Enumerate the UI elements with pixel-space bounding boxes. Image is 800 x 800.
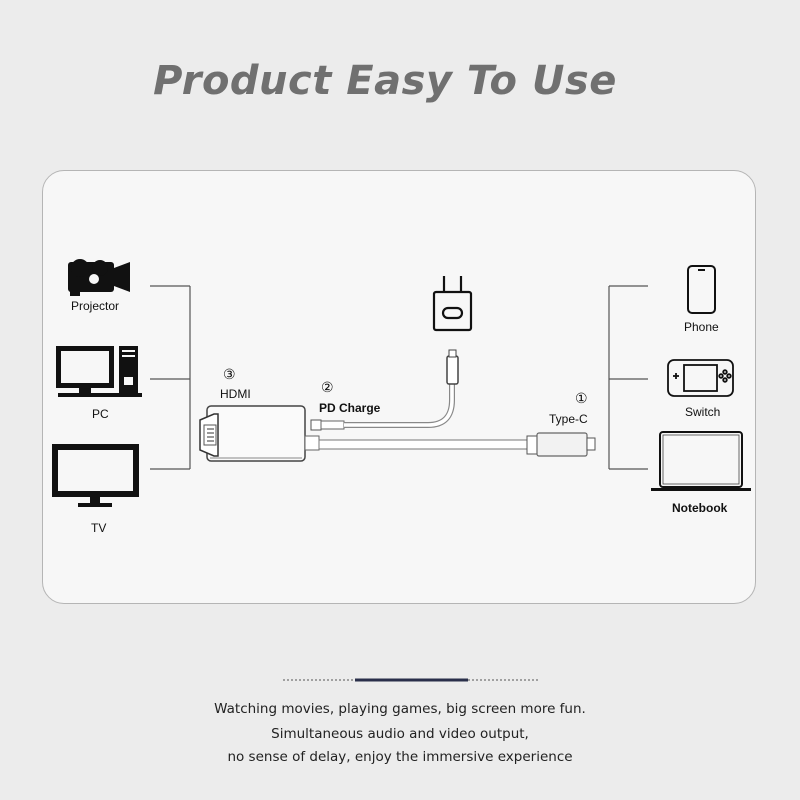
right-bracket xyxy=(608,285,648,470)
switch-label: Switch xyxy=(685,405,721,419)
caption-line-2: Simultaneous audio and video output, xyxy=(271,726,529,742)
notebook-label: Notebook xyxy=(672,501,728,515)
type-c-label: Type-C xyxy=(549,412,588,426)
tv-label: TV xyxy=(91,521,107,535)
type-c-number: ① xyxy=(575,390,588,406)
type-c-connector xyxy=(526,432,596,457)
pd-charge-label: PD Charge xyxy=(319,401,381,415)
caption-line-1: Watching movies, playing games, big scre… xyxy=(214,701,586,717)
camcorder-icon xyxy=(68,259,130,296)
phone-label: Phone xyxy=(684,320,719,334)
diagram-panel xyxy=(42,170,756,604)
left-bracket xyxy=(150,285,191,470)
hdmi-label: HDMI xyxy=(220,387,251,401)
pd-charge-number: ② xyxy=(321,379,334,395)
hdmi-number: ③ xyxy=(223,366,236,382)
tv-icon xyxy=(52,444,139,507)
desktop-pc-icon xyxy=(56,346,142,397)
game-console-icon xyxy=(667,359,734,397)
pc-label: PC xyxy=(92,407,109,421)
main-cable xyxy=(304,435,528,451)
projector-label: Projector xyxy=(71,299,120,313)
power-adapter-icon xyxy=(432,276,473,332)
pd-charge-cable xyxy=(310,349,459,431)
phone-icon xyxy=(687,265,716,314)
page-title: Product Easy To Use xyxy=(153,58,617,104)
laptop-icon xyxy=(651,431,751,491)
hdmi-connector xyxy=(199,405,306,462)
caption-line-3: no sense of delay, enjoy the immersive e… xyxy=(227,749,573,765)
